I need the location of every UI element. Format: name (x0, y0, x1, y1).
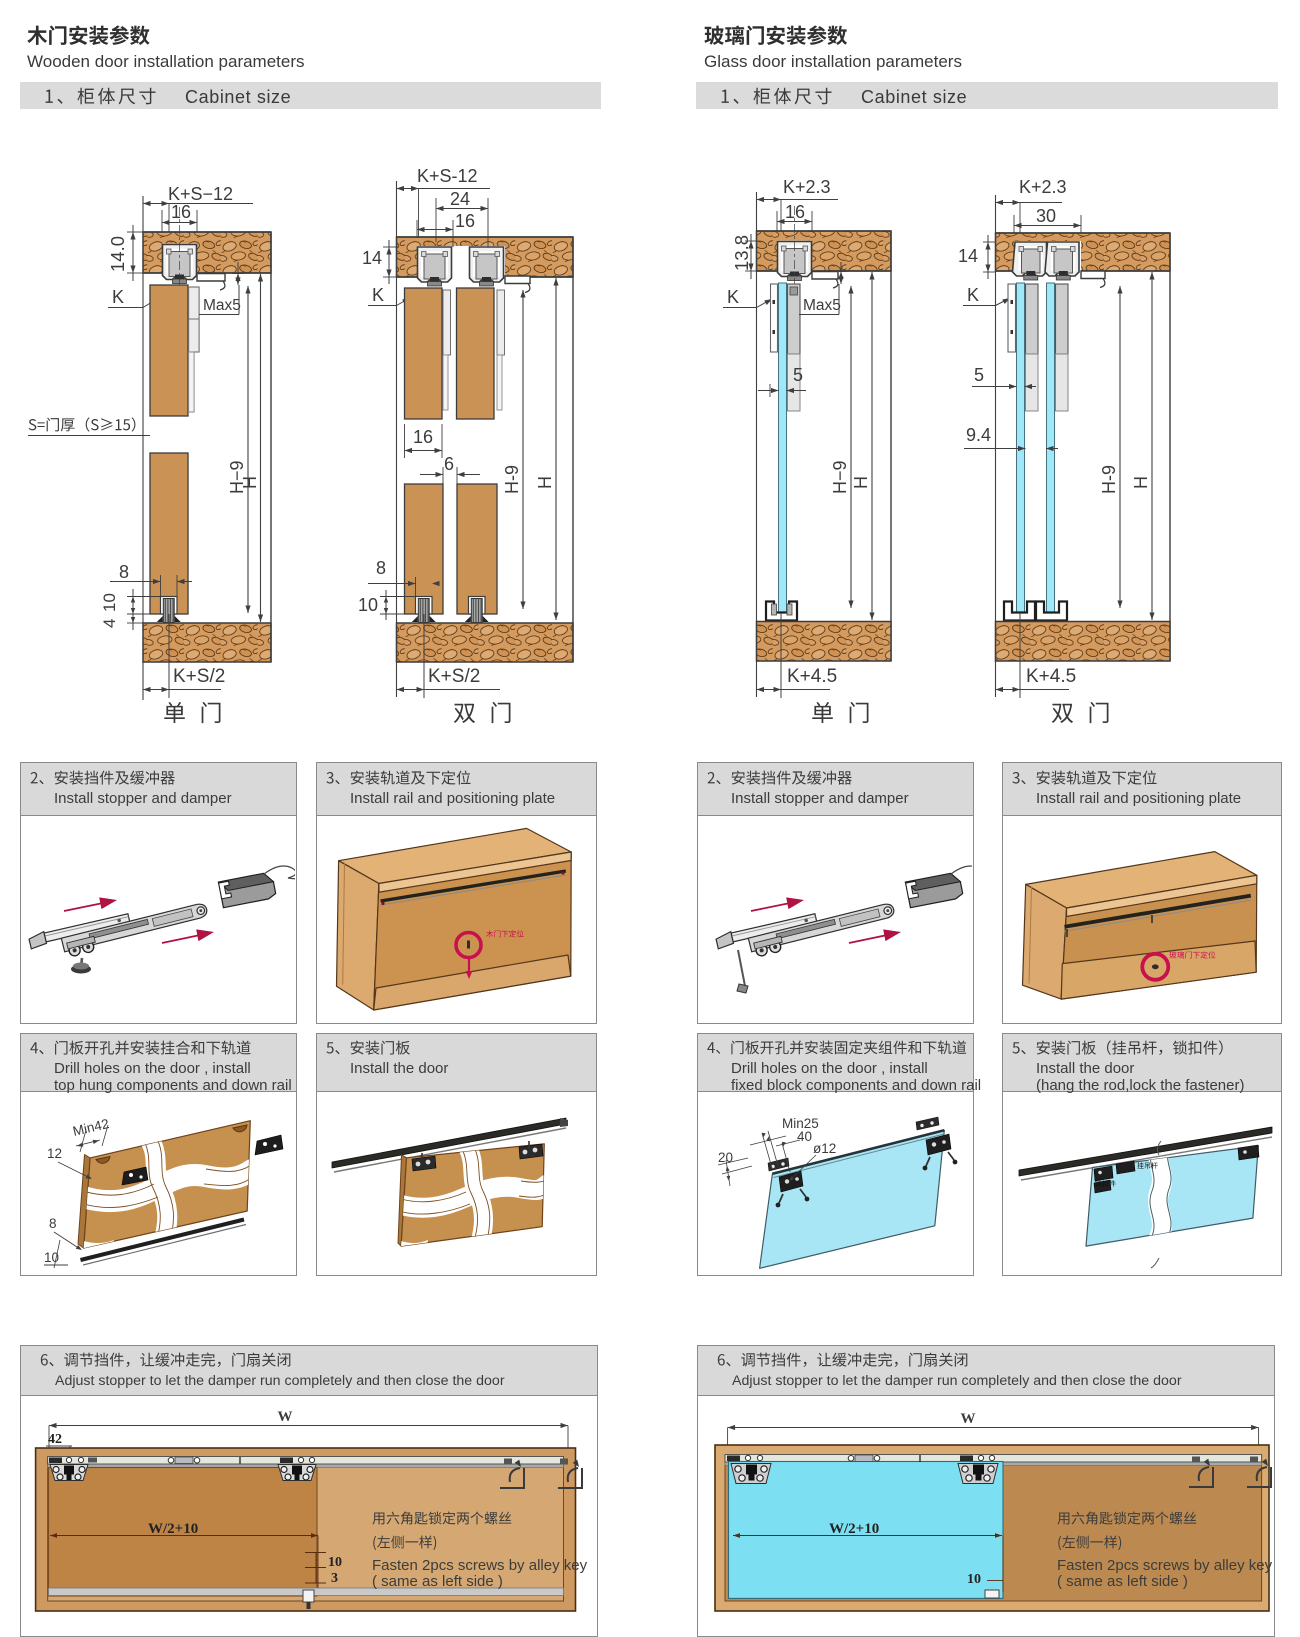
svg-text:8: 8 (376, 558, 386, 578)
svg-text:H: H (535, 476, 555, 489)
svg-text:14.0: 14.0 (107, 236, 128, 272)
svg-text:K: K (967, 285, 979, 305)
svg-text:K: K (112, 287, 124, 307)
svg-text:20: 20 (718, 1150, 733, 1165)
svg-text:9.4: 9.4 (966, 425, 991, 445)
svg-text:6: 6 (444, 454, 454, 474)
svg-text:13.8: 13.8 (731, 235, 752, 271)
svg-text:14: 14 (958, 246, 978, 266)
svg-text:8: 8 (49, 1216, 57, 1231)
svg-text:30: 30 (1036, 206, 1056, 226)
svg-text:16: 16 (455, 211, 475, 231)
svg-text:H: H (851, 476, 871, 489)
svg-text:K+S/2: K+S/2 (173, 666, 225, 687)
svg-text:H: H (240, 476, 260, 489)
svg-text:H-9: H-9 (502, 465, 522, 494)
svg-text:10: 10 (328, 1555, 342, 1570)
svg-text:K+2.3: K+2.3 (1019, 177, 1067, 197)
svg-text:K+2.3: K+2.3 (783, 177, 831, 197)
svg-text:4: 4 (100, 619, 119, 628)
svg-text:K+S-12: K+S-12 (417, 166, 478, 186)
svg-text:W: W (278, 1409, 293, 1425)
svg-text:10: 10 (967, 1572, 981, 1587)
svg-text:K+4.5: K+4.5 (1026, 666, 1076, 687)
svg-text:12: 12 (47, 1146, 62, 1161)
svg-text:K: K (372, 285, 384, 305)
svg-text:16: 16 (171, 202, 191, 222)
svg-text:16: 16 (785, 202, 805, 222)
svg-text:K+S−12: K+S−12 (168, 184, 233, 204)
svg-text:16: 16 (413, 427, 433, 447)
svg-text:24: 24 (450, 189, 470, 209)
svg-text:5: 5 (793, 365, 803, 385)
svg-text:K: K (727, 287, 739, 307)
svg-text:H: H (1131, 476, 1151, 489)
svg-text:W/2+10: W/2+10 (829, 1521, 879, 1537)
svg-text:ø12: ø12 (813, 1141, 836, 1156)
svg-text:H-9: H-9 (1099, 465, 1119, 494)
svg-text:Min25: Min25 (782, 1116, 819, 1131)
svg-text:K+4.5: K+4.5 (787, 666, 837, 687)
svg-text:8: 8 (119, 562, 129, 582)
svg-text:10: 10 (44, 1250, 59, 1265)
svg-text:14: 14 (362, 248, 382, 268)
svg-text:40: 40 (797, 1129, 812, 1144)
svg-text:W/2+10: W/2+10 (148, 1521, 198, 1537)
svg-text:Max5: Max5 (803, 297, 841, 314)
svg-text:K+S/2: K+S/2 (428, 666, 480, 687)
svg-text:42: 42 (48, 1432, 62, 1447)
svg-text:H−9: H−9 (227, 460, 247, 494)
svg-text:10: 10 (358, 595, 378, 615)
svg-text:3: 3 (331, 1571, 338, 1586)
svg-text:W: W (961, 1411, 976, 1427)
svg-text:10: 10 (100, 593, 119, 612)
svg-text:5: 5 (974, 365, 984, 385)
svg-text:Max5: Max5 (203, 297, 241, 314)
svg-text:H−9: H−9 (830, 460, 850, 494)
